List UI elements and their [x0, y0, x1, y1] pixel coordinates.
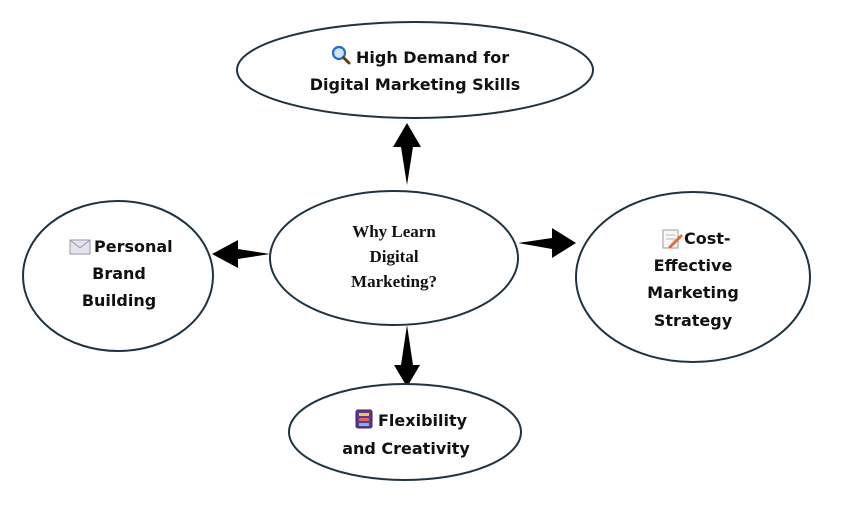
node-personal-brand-line-2: Brand — [92, 264, 146, 283]
arrows — [212, 123, 576, 387]
magnifying-glass-icon — [331, 45, 351, 65]
node-cost-effective-line-1: Cost- — [684, 229, 731, 248]
node-cost-effective-line-4: Strategy — [654, 311, 733, 330]
node-personal-brand-line-3: Building — [82, 291, 156, 310]
center-line-3: Marketing? — [351, 272, 437, 291]
node-flexibility-line-2: and Creativity — [342, 439, 470, 458]
arrow-to-left — [212, 240, 270, 268]
node-cost-effective-line-2: Effective — [654, 256, 733, 275]
center-line-1: Why Learn — [352, 222, 436, 241]
node-high-demand: High Demand for Digital Marketing Skills — [236, 21, 594, 119]
envelope-icon — [69, 239, 91, 255]
node-high-demand-line-1: High Demand for — [356, 48, 509, 67]
node-flexibility: Flexibility and Creativity — [288, 383, 522, 481]
node-flexibility-line-1: Flexibility — [378, 411, 468, 430]
node-personal-brand-line-1: Personal — [94, 237, 173, 256]
arrow-to-top — [393, 123, 421, 185]
node-cost-effective: Cost- Effective Marketing Strategy — [575, 191, 811, 363]
arrow-to-bottom — [394, 325, 420, 387]
node-high-demand-line-2: Digital Marketing Skills — [310, 75, 521, 94]
node-cost-effective-line-3: Marketing — [647, 283, 739, 302]
center-line-2: Digital — [369, 247, 418, 266]
node-center: Why Learn Digital Marketing? — [269, 190, 519, 326]
memo-pencil-icon — [662, 229, 683, 249]
arrow-to-right — [518, 228, 576, 258]
node-personal-brand: Personal Brand Building — [22, 200, 214, 352]
abacus-icon — [355, 409, 373, 429]
